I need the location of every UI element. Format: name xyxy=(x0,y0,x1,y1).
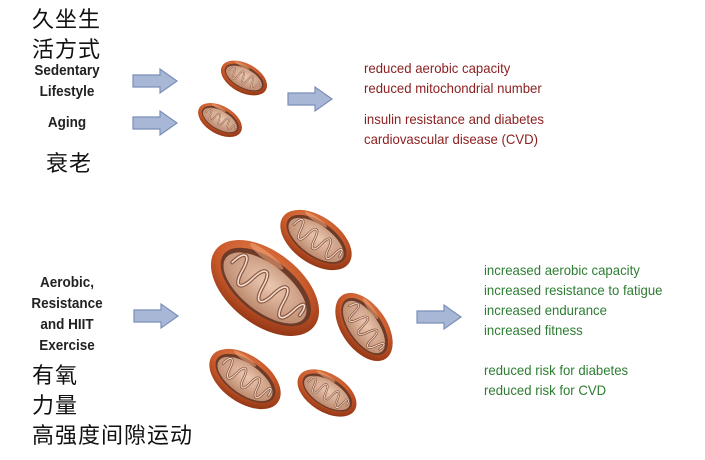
negative-effects-list: reduced aerobic capacity reduced mitocho… xyxy=(364,58,544,149)
mitochondrion-icon xyxy=(322,281,406,373)
effect-item: increased aerobic capacity xyxy=(484,262,640,278)
positive-effects-list: increased aerobic capacity increased res… xyxy=(484,260,662,400)
aging-cn-label: 衰老 xyxy=(46,152,93,177)
effect-item: increased endurance xyxy=(484,302,607,318)
block-arrow-icon xyxy=(132,67,179,95)
effect-item: reduced aerobic capacity xyxy=(364,60,511,76)
sedentary-lifestyle-label: Sedentary Lifestyle xyxy=(34,62,100,100)
mitochondrion-icon xyxy=(191,218,339,358)
exercise-cn-line-3: 高强度间隙运动 xyxy=(32,424,194,449)
block-arrow-icon xyxy=(133,302,180,330)
block-arrow-icon xyxy=(132,109,179,137)
exercise-cn-line-1: 有氧 xyxy=(32,364,79,389)
aging-label: Aging xyxy=(47,114,87,131)
effect-item: reduced risk for CVD xyxy=(484,382,607,398)
effect-item: insulin resistance and diabetes xyxy=(364,111,544,127)
block-arrow-icon xyxy=(416,303,463,331)
mitochondrion-icon xyxy=(214,52,274,104)
effect-item: cardiovascular disease (CVD) xyxy=(364,131,539,147)
effect-item: increased fitness xyxy=(484,322,583,338)
sedentary-cn-line-2: 活方式 xyxy=(32,38,102,63)
effect-item: reduced mitochondrial number xyxy=(364,80,542,96)
exercise-cn-line-2: 力量 xyxy=(32,394,79,419)
block-arrow-icon xyxy=(287,85,334,113)
mitochondrion-icon xyxy=(288,358,366,428)
effect-item: increased resistance to fatigue xyxy=(484,282,663,298)
mitochondrion-icon xyxy=(197,335,293,423)
mitochondrion-icon xyxy=(191,95,249,145)
sedentary-cn-line-1: 久坐生 xyxy=(32,8,102,33)
effect-item: reduced risk for diabetes xyxy=(484,362,629,378)
exercise-label: Aerobic, Resistance and HIIT Exercise xyxy=(31,274,103,354)
